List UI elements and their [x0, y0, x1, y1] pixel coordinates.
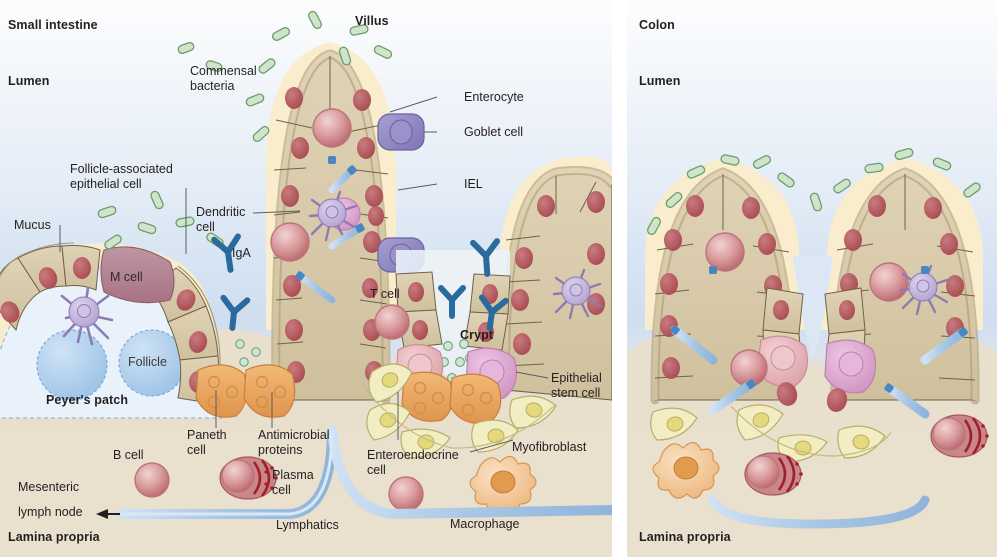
small-intestine-artwork: [0, 10, 612, 557]
label-enteroendocrine-line2: cell: [367, 463, 386, 477]
label-dendritic-cell-line1: Dendritic: [196, 205, 246, 219]
label-follicle: Follicle: [128, 355, 167, 369]
colon-central-crypt: [730, 256, 876, 412]
lymphatic-endpoints: [295, 156, 365, 281]
label-commensal-bacteria-line1: Commensal: [190, 64, 257, 78]
t-cell: [374, 304, 410, 340]
myofibroblast-band: [363, 385, 557, 449]
paneth-granules: [413, 381, 493, 417]
label-lumen-small-intestine: Lumen: [8, 74, 50, 88]
m-cell: [100, 246, 175, 304]
page-title-small-intestine: Small intestine: [8, 18, 98, 32]
label-crypt: Crypt: [460, 328, 494, 342]
colon-macrophage: [652, 441, 720, 499]
label-iga: IgA: [232, 246, 251, 260]
label-commensal-bacteria-line2: bacteria: [190, 79, 235, 93]
follicle-left: [36, 329, 108, 401]
label-myofibroblast: Myofibroblast: [512, 440, 587, 454]
colon-artwork: [627, 147, 997, 557]
colon-fold-right: [830, 167, 980, 405]
dendritic-cell-peyers-patch: [60, 286, 114, 346]
label-fae-line1: Follicle-associated: [70, 162, 173, 176]
label-mln-line1: Mesenteric: [18, 480, 80, 494]
label-paneth-cell-line2: cell: [187, 443, 206, 457]
label-paneth-cell-line1: Paneth: [187, 428, 227, 442]
leader-lines: [59, 96, 549, 453]
label-antimicrobial-line2: proteins: [258, 443, 303, 457]
dendritic-cell-right-villus: [552, 268, 602, 320]
label-dendritic-cell-line2: cell: [196, 220, 215, 234]
iga-antibodies: [211, 233, 509, 331]
label-enteroendocrine-line1: Enteroendocrine: [367, 448, 459, 462]
paneth-cell-2: [449, 373, 502, 424]
label-lamina-propria-small-intestine: Lamina propria: [8, 530, 100, 544]
label-lamina-propria-colon: Lamina propria: [639, 530, 731, 544]
macrophage: [469, 455, 537, 513]
label-villus: Villus: [355, 14, 389, 28]
label-mln-line2: lymph node: [18, 505, 83, 519]
label-iel: IEL: [464, 177, 483, 191]
mesenteric-arrow: [96, 509, 120, 519]
iel-nucleus-1: [362, 278, 378, 298]
paneth-cells-left-crypt: [195, 339, 296, 418]
colon-lymphocyte-1: [705, 232, 745, 272]
antimicrobial-granules-left: [235, 339, 261, 367]
label-mucus: Mucus: [14, 218, 51, 232]
myofibroblast-nuclei: [379, 372, 543, 450]
panel-small-intestine: Small intestine Lumen Lamina propria Vil…: [0, 0, 612, 557]
label-lymphatics: Lymphatics: [276, 518, 339, 532]
label-stem-cell-line1: Epithelial: [551, 371, 602, 385]
label-t-cell: T cell: [370, 287, 400, 301]
colon-lymphocyte-2: [869, 262, 909, 302]
label-fae-line2: epithelial cell: [70, 177, 142, 191]
label-antimicrobial-line1: Antimicrobial: [258, 428, 330, 442]
crypt: [395, 250, 517, 424]
label-b-cell: B cell: [113, 448, 144, 462]
iel-nucleus-2: [368, 206, 384, 226]
colon-lymphatic-endpoints: [670, 266, 968, 393]
label-m-cell: M cell: [110, 270, 143, 284]
label-plasma-cell-line1: Plasma: [272, 468, 314, 482]
colon-plasma-cell-1: [744, 452, 803, 496]
commensal-bacteria: [97, 10, 393, 250]
right-villus: [501, 166, 612, 401]
page-title-colon: Colon: [639, 18, 675, 32]
lymphocyte-villus-2: [270, 222, 310, 262]
panel-colon: Colon Lumen Lamina propria: [627, 0, 997, 557]
label-goblet-cell: Goblet cell: [464, 125, 524, 139]
label-stem-cell-line2: stem cell: [551, 386, 601, 400]
label-macrophage: Macrophage: [450, 517, 520, 531]
label-lumen-colon: Lumen: [639, 74, 681, 88]
lymphocyte-lp: [388, 476, 424, 512]
label-plasma-cell-line2: cell: [272, 483, 291, 497]
lymphocyte-villus-1: [312, 108, 352, 148]
lymphatic-highlight: [120, 429, 334, 516]
b-cell: [134, 462, 170, 498]
colon-plasma-cell-2: [930, 414, 989, 458]
colon-myofibroblast-nuclei: [666, 412, 870, 456]
colon-myofibroblast-band: [730, 405, 892, 457]
commensal-bacteria-colon: [647, 147, 981, 236]
plasma-cell: [219, 456, 278, 500]
label-enterocyte: Enterocyte: [464, 90, 524, 104]
label-peyers-patch: Peyer's patch: [46, 393, 129, 407]
